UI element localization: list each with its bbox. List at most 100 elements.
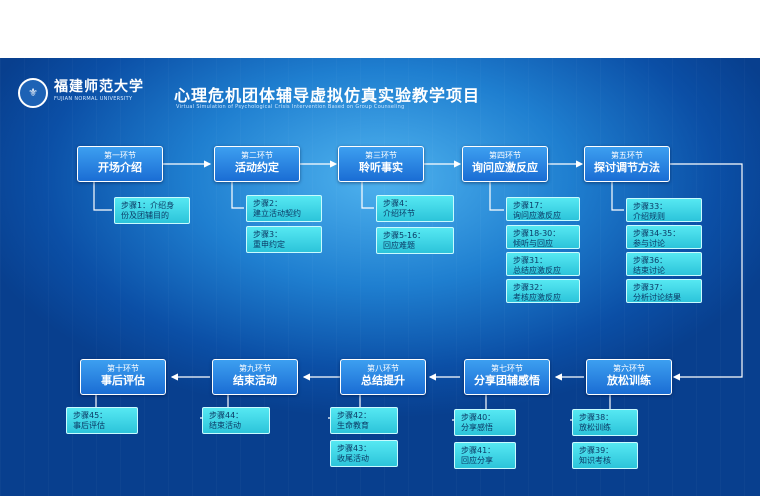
phase-name: 活动约定 — [235, 161, 279, 174]
phase-label: 第三环节 — [365, 151, 397, 160]
phase-label: 第四环节 — [489, 151, 521, 160]
phase-label: 第五环节 — [611, 151, 643, 160]
step-node-19: 步骤43：收尾活动 — [330, 440, 398, 467]
step-node-14: 步骤38：放松训练 — [572, 409, 638, 436]
phase-node-9: 第九环节 结束活动 — [212, 359, 298, 395]
step-node-21: 步骤45：事后评估 — [66, 407, 138, 434]
phase-name: 分享团辅感悟 — [474, 374, 540, 387]
step-title: 步骤45： — [73, 411, 108, 420]
phase-node-8: 第八环节 总结提升 — [340, 359, 426, 395]
arrow-5-6 — [668, 163, 743, 381]
step-node-20: 步骤44：结束活动 — [202, 407, 270, 434]
step-desc: 事后评估 — [73, 421, 105, 430]
step-desc: 收尾活动 — [337, 454, 369, 463]
step-node-7: 步骤18-30：倾听与回应 — [506, 225, 580, 249]
step-desc: 介绍环节 — [383, 209, 415, 218]
phase-node-1: 第一环节 开场介绍 — [77, 146, 163, 182]
phase-node-10: 第十环节 事后评估 — [80, 359, 166, 395]
step-node-3: 步骤3：重申约定 — [246, 226, 322, 253]
phase-node-4: 第四环节 询问应激反应 — [462, 146, 548, 182]
step-title: 步骤18-30： — [513, 229, 561, 238]
project-subtitle: Virtual Simulation of Psychological Cris… — [176, 104, 405, 110]
phase-label: 第七环节 — [491, 364, 523, 373]
step-title: 步骤17： — [513, 201, 548, 210]
phase-name: 总结提升 — [361, 374, 405, 387]
step-title: 步骤42： — [337, 411, 372, 420]
phase-name: 开场介绍 — [98, 161, 142, 174]
step-node-11: 步骤34-35：参与讨论 — [626, 225, 702, 249]
step-desc: 总结应激反应 — [513, 266, 561, 275]
phase-node-7: 第七环节 分享团辅感悟 — [464, 359, 550, 395]
step-node-2: 步骤2：建立活动契约 — [246, 195, 322, 222]
step-node-6: 步骤17：询问应激反应 — [506, 197, 580, 221]
step-node-15: 步骤39：知识考核 — [572, 442, 638, 469]
step-desc: 介绍规则 — [633, 212, 665, 221]
step-desc: 回应分享 — [461, 456, 493, 465]
step-title: 步骤34-35： — [633, 229, 681, 238]
step-desc: 考核应激反应 — [513, 293, 561, 302]
step-title: 步骤41： — [461, 446, 496, 455]
phase-label: 第一环节 — [104, 151, 136, 160]
step-title: 步骤31： — [513, 256, 548, 265]
step-node-18: 步骤42：生命教育 — [330, 407, 398, 434]
step-title: 步骤4： — [383, 199, 413, 208]
step-node-16: 步骤40：分享感悟 — [454, 409, 516, 436]
step-node-12: 步骤36：结束讨论 — [626, 252, 702, 276]
step-desc: 放松训练 — [579, 423, 611, 432]
step-node-10: 步骤33：介绍规则 — [626, 198, 702, 222]
step-title: 步骤33： — [633, 202, 668, 211]
step-node-13: 步骤37：分析讨论结果 — [626, 279, 702, 303]
step-desc: 参与讨论 — [633, 239, 665, 248]
phase-node-5: 第五环节 探讨调节方法 — [584, 146, 670, 182]
phase-name: 聆听事实 — [359, 161, 403, 174]
step-desc: 结束活动 — [209, 421, 241, 430]
step-title: 步骤2： — [253, 199, 283, 208]
phase-label: 第六环节 — [613, 364, 645, 373]
phase-node-3: 第三环节 聆听事实 — [338, 146, 424, 182]
step-node-5: 步骤5-16：回应难题 — [376, 227, 454, 254]
phase-label: 第二环节 — [241, 151, 273, 160]
phase-name: 询问应激反应 — [472, 161, 538, 174]
step-desc: 分析讨论结果 — [633, 293, 681, 302]
step-title: 步骤37： — [633, 283, 668, 292]
step-node-9: 步骤32：考核应激反应 — [506, 279, 580, 303]
step-title: 步骤44： — [209, 411, 244, 420]
phase-name: 事后评估 — [101, 374, 145, 387]
step-desc: 份及团辅目的 — [121, 211, 169, 220]
phase-name: 放松训练 — [607, 374, 651, 387]
step-desc: 结束讨论 — [633, 266, 665, 275]
phase-node-6: 第六环节 放松训练 — [586, 359, 672, 395]
step-desc: 重申约定 — [253, 240, 285, 249]
step-node-8: 步骤31：总结应激反应 — [506, 252, 580, 276]
step-title: 步骤5-16： — [383, 231, 426, 240]
step-title: 步骤40： — [461, 413, 496, 422]
step-desc: 生命教育 — [337, 421, 369, 430]
university-seal-logo: ⚜ — [18, 78, 48, 108]
phase-name: 探讨调节方法 — [594, 161, 660, 174]
step-node-1: 步骤1：介绍身份及团辅目的 — [114, 197, 190, 224]
phase-label: 第九环节 — [239, 364, 271, 373]
step-title: 步骤43： — [337, 444, 372, 453]
step-desc: 分享感悟 — [461, 423, 493, 432]
university-name: 福建师范大学 — [54, 79, 144, 95]
step-desc: 建立活动契约 — [253, 209, 301, 218]
step-title: 步骤1：介绍身 — [121, 201, 175, 210]
flow-diagram-slide: ⚜ 福建师范大学 FUJIAN NORMAL UNIVERSITY 心理危机团体… — [0, 58, 760, 496]
step-title: 步骤38： — [579, 413, 614, 422]
university-name-en: FUJIAN NORMAL UNIVERSITY — [54, 96, 133, 102]
step-desc: 倾听与回应 — [513, 239, 553, 248]
step-title: 步骤3： — [253, 230, 283, 239]
project-title: 心理危机团体辅导虚拟仿真实验教学项目 — [174, 86, 481, 105]
phase-name: 结束活动 — [233, 374, 277, 387]
step-desc: 回应难题 — [383, 241, 415, 250]
step-desc: 询问应激反应 — [513, 211, 561, 220]
step-node-17: 步骤41：回应分享 — [454, 442, 516, 469]
phase-label: 第十环节 — [107, 364, 139, 373]
phase-node-2: 第二环节 活动约定 — [214, 146, 300, 182]
step-node-4: 步骤4：介绍环节 — [376, 195, 454, 222]
phase-label: 第八环节 — [367, 364, 399, 373]
step-title: 步骤32： — [513, 283, 548, 292]
step-desc: 知识考核 — [579, 456, 611, 465]
step-title: 步骤39： — [579, 446, 614, 455]
step-title: 步骤36： — [633, 256, 668, 265]
